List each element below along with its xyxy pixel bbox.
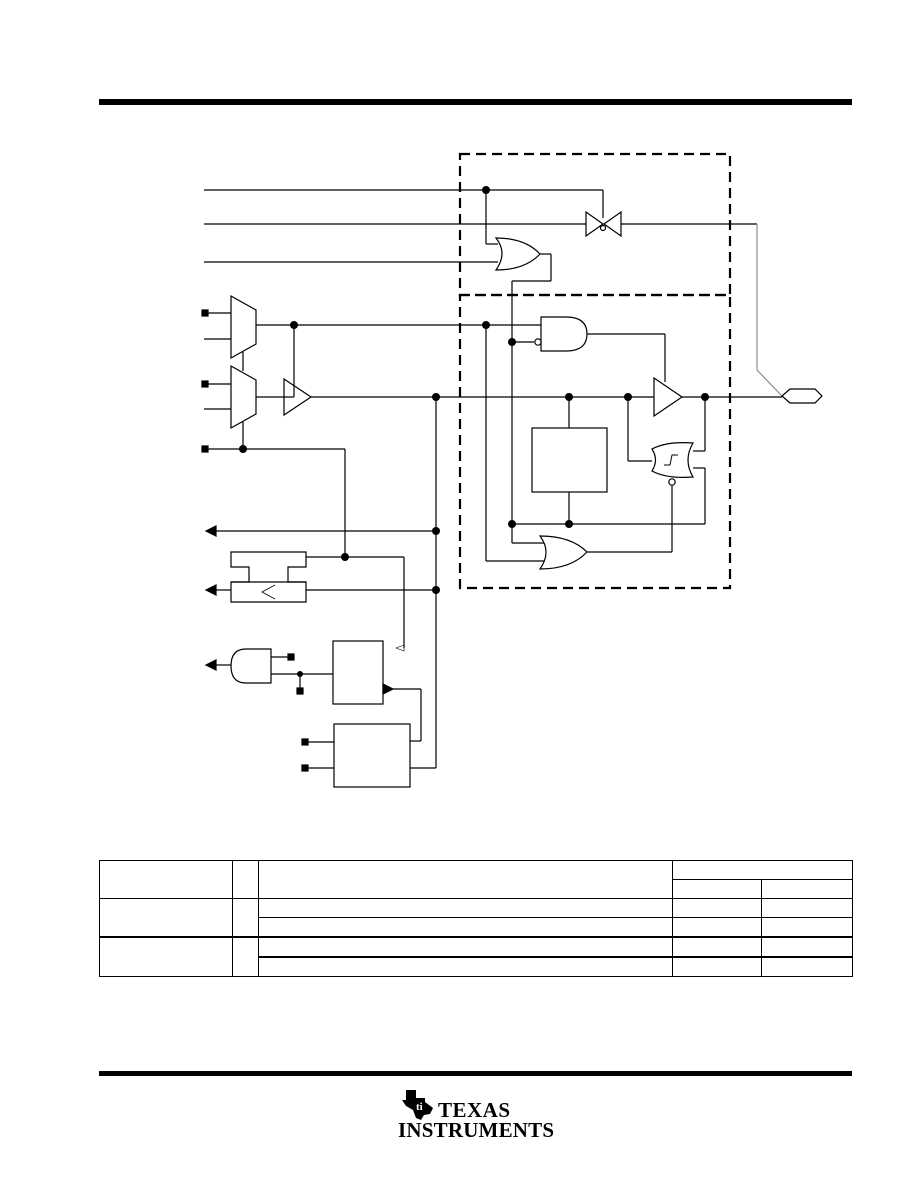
pin-table (99, 860, 853, 977)
latch-clock-icon (261, 584, 276, 600)
table-header-subrow (100, 879, 853, 899)
pin-square (296, 687, 304, 695)
and-gate-lower (230, 648, 272, 684)
logic-box-1 (332, 640, 384, 705)
table-header-row (99, 860, 853, 899)
ti-state-outline-icon: ti (402, 1090, 433, 1120)
table-row (99, 898, 853, 938)
arrow-in-icon (382, 683, 395, 695)
arrow-left-icon (204, 525, 217, 537)
transmission-gate-right (602, 210, 622, 238)
svg-text:ti: ti (416, 1101, 423, 1113)
brand-line-2: INSTRUMENTS (398, 1118, 555, 1142)
or-gate-top (494, 237, 541, 271)
direction-pin (201, 445, 209, 453)
table-row (100, 956, 853, 977)
internal-block (531, 427, 608, 493)
pin-square (301, 764, 309, 772)
mux-1 (230, 294, 257, 360)
latch-block (230, 551, 307, 603)
junction-dots (239, 186, 709, 677)
brand-line-1: TEXAS (438, 1098, 511, 1122)
small-arrow-icon (395, 644, 405, 652)
or-gate-bottom (538, 535, 588, 570)
schmitt-or-gate (651, 442, 695, 478)
header-rule (99, 99, 852, 105)
table-row (99, 936, 853, 977)
logic-box-2 (333, 723, 411, 788)
hysteresis-icon (664, 454, 678, 466)
port-logic-schematic (201, 152, 823, 788)
analog-connection-line (756, 224, 783, 397)
and-gate (540, 316, 588, 352)
output-buffer (653, 376, 684, 418)
select-pin-2 (201, 380, 209, 388)
transmission-gate-left (585, 210, 605, 238)
pin-square (287, 653, 295, 661)
brand-logo: ti TEXAS INSTRUMENTS (396, 1086, 556, 1146)
mux-2 (230, 364, 257, 430)
footer-rule (99, 1071, 852, 1076)
select-pin-1 (201, 309, 209, 317)
output-pad-icon (781, 388, 823, 404)
arrow-left-icon (204, 584, 217, 596)
arrow-left-icon (204, 659, 217, 671)
io-buffer-module-box (458, 293, 732, 590)
pin-square (301, 738, 309, 746)
